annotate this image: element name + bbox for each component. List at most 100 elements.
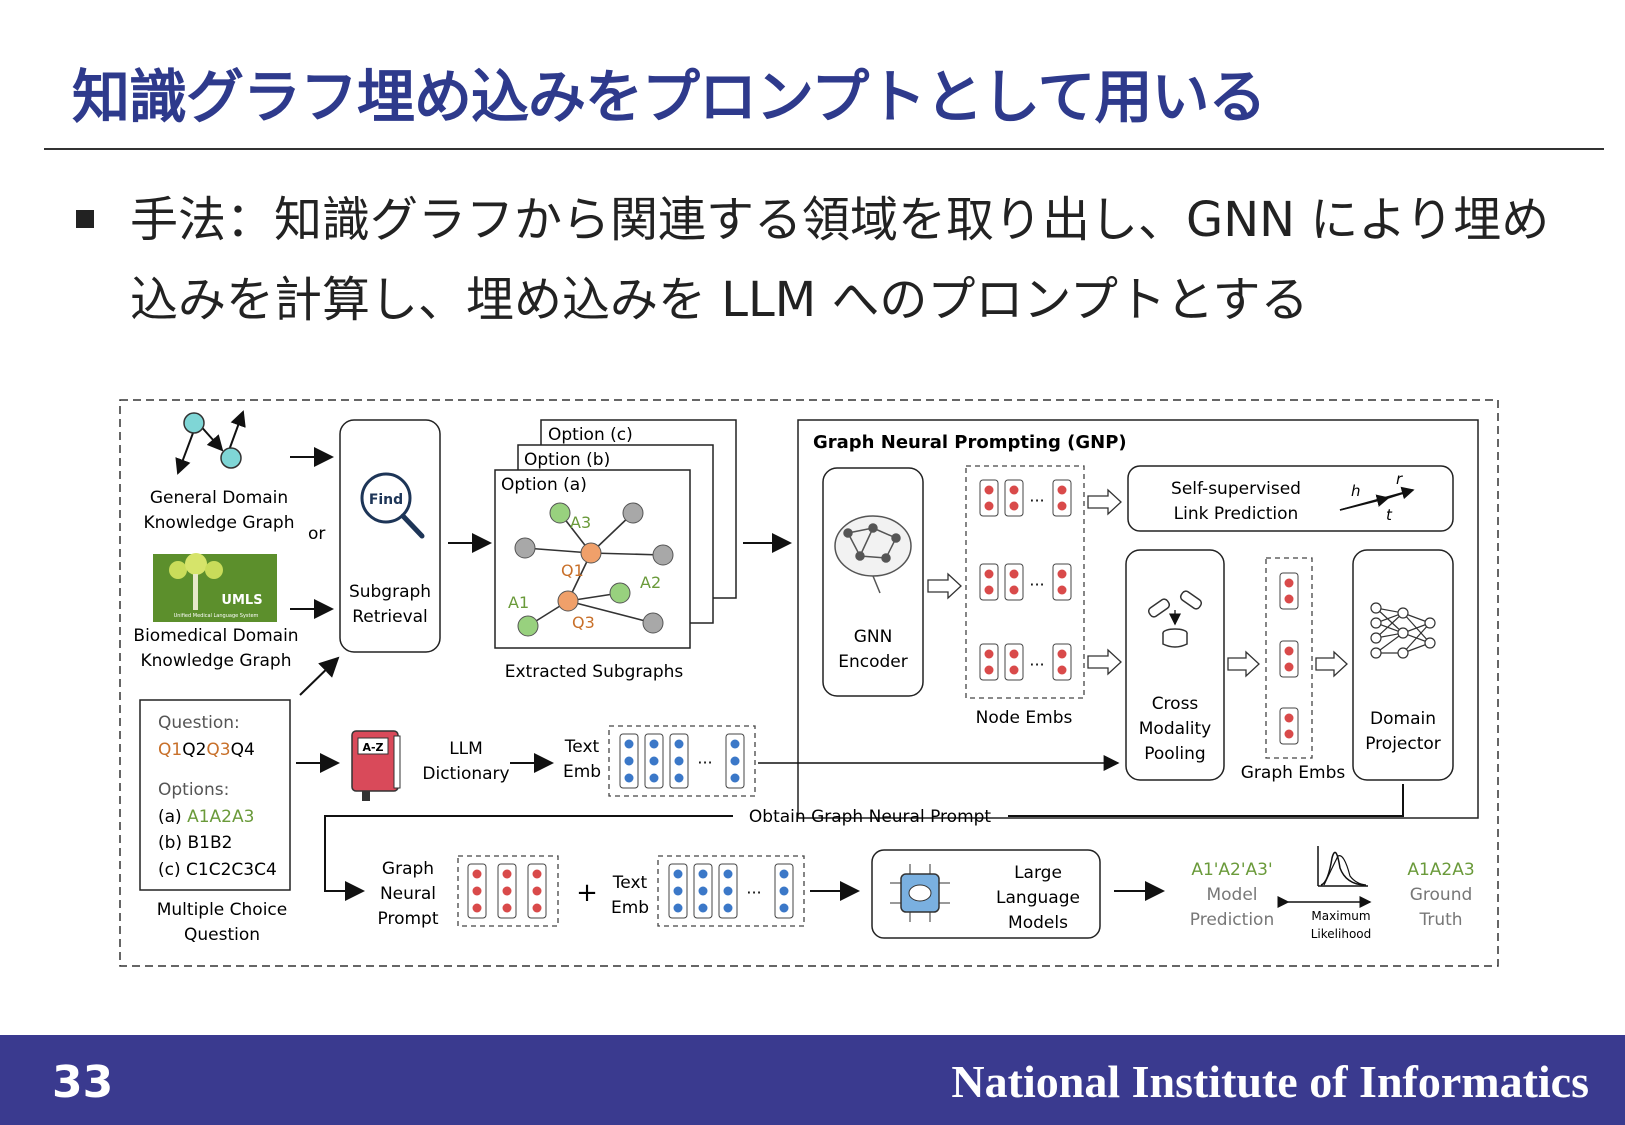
subgraph-label-1: Subgraph xyxy=(349,582,431,602)
bio-kg-label-2: Knowledge Graph xyxy=(141,651,292,671)
cmp-label-3: Pooling xyxy=(1144,744,1205,764)
brain-network-icon xyxy=(834,515,912,594)
cmp-label-2: Modality xyxy=(1139,719,1211,739)
node-q3-label: Q3 xyxy=(572,613,595,632)
pooling-icon xyxy=(1147,590,1203,648)
option-b-label: Option (b) xyxy=(524,450,610,470)
subgraph-label-2: Retrieval xyxy=(352,607,428,627)
gnp-box xyxy=(797,419,1479,819)
node-emb-ellipsis-3: ··· xyxy=(1029,655,1044,674)
triplet-r: r xyxy=(1396,470,1403,488)
dictionary-book-icon: A-Z xyxy=(351,730,401,801)
node-embs-box xyxy=(965,465,1085,699)
text-emb-2-ellipsis: ··· xyxy=(746,883,761,902)
option-b-text: (b) B1B2 xyxy=(158,833,232,853)
plus-sign: + xyxy=(576,878,598,908)
svg-text:UMLS: UMLS xyxy=(221,593,262,608)
dict-label-1: LLM xyxy=(449,739,483,759)
text-emb-1-ellipsis: ··· xyxy=(697,753,712,772)
text-emb-box-2 xyxy=(657,855,805,927)
options-label: Options: xyxy=(158,780,229,800)
node-embs-label: Node Embs xyxy=(976,708,1073,728)
text-emb-vectors-2 xyxy=(668,863,794,919)
cmp-label-1: Cross xyxy=(1152,694,1199,714)
ground-truth-value: A1A2A3 xyxy=(1407,860,1474,880)
node-emb-ellipsis-2: ··· xyxy=(1029,575,1044,594)
dp-label-2: Projector xyxy=(1365,734,1441,754)
graph-prompt-vectors xyxy=(467,863,547,919)
page-number: 33 xyxy=(52,1057,114,1108)
triplet-t: t xyxy=(1386,506,1393,524)
gnn-label-1: GNN xyxy=(854,627,893,647)
gp-label-1: Graph xyxy=(382,859,434,879)
text-emb-1-label-b: Emb xyxy=(563,762,601,782)
text-emb-2-label-a: Text xyxy=(612,873,648,893)
node-q1-label: Q1 xyxy=(561,561,584,580)
neural-net-icon xyxy=(1370,602,1436,659)
graph-prompt-box xyxy=(457,855,559,927)
mcq-label-2: Question xyxy=(184,925,260,945)
graph-emb-vectors xyxy=(1279,572,1299,745)
llm-label-1: Large xyxy=(1014,863,1062,883)
subgraph-retrieval-box xyxy=(339,419,441,653)
extracted-subgraph xyxy=(514,502,674,637)
option-c-label: Option (c) xyxy=(548,425,633,445)
extracted-subgraphs-label: Extracted Subgraphs xyxy=(505,662,684,682)
option-c-text: (c) C1C2C3C4 xyxy=(158,860,277,880)
node-emb-vectors xyxy=(979,479,1072,681)
text-emb-2-label-b: Emb xyxy=(611,898,649,918)
bio-kg-label-1: Biomedical Domain xyxy=(133,626,298,646)
mcq-label-1: Multiple Choice xyxy=(157,900,288,920)
general-kg-icon xyxy=(175,410,246,475)
footer-bar: 33 National Institute of Informatics xyxy=(0,1035,1625,1125)
llm-box xyxy=(871,849,1101,939)
prediction-label-2: Prediction xyxy=(1190,910,1274,930)
graph-embs-label: Graph Embs xyxy=(1241,763,1346,783)
ssl-label-2: Link Prediction xyxy=(1174,504,1299,524)
ground-truth-label-2: Truth xyxy=(1418,910,1462,930)
text-emb-box-1 xyxy=(608,725,756,797)
llm-chip-icon xyxy=(890,864,950,922)
gnn-label-2: Encoder xyxy=(838,652,908,672)
graph-embs-box xyxy=(1265,557,1313,759)
general-kg-label-1: General Domain xyxy=(150,488,288,508)
triplet-vector-icon xyxy=(1339,486,1415,511)
ssl-label-1: Self-supervised xyxy=(1171,479,1301,499)
gnp-title: Graph Neural Prompting (GNP) xyxy=(813,432,1127,453)
node-a2-label: A2 xyxy=(640,573,661,592)
dp-label-1: Domain xyxy=(1370,709,1436,729)
slide-title: 知識グラフ埋め込みをプロンプトとして用いる xyxy=(72,63,1267,131)
ml-label-1: Maximum xyxy=(1311,909,1370,923)
obtain-prompt-label: Obtain Graph Neural Prompt xyxy=(749,807,992,827)
node-emb-ellipsis-1: ··· xyxy=(1029,491,1044,510)
find-magnifier-icon: Find xyxy=(360,472,425,539)
gnp-diagram: General Domain Knowledge Graph or UMLS U… xyxy=(119,399,1499,967)
question-box xyxy=(139,699,291,891)
gp-label-2: Neural xyxy=(380,884,436,904)
institute-name: National Institute of Informatics xyxy=(951,1056,1589,1107)
svg-text:A-Z: A-Z xyxy=(362,741,383,754)
method-bullet-text: 手法：知識グラフから関連する領域を取り出し、GNN により埋め込みを計算し、埋め… xyxy=(130,192,1550,328)
text-emb-vectors-1 xyxy=(619,733,745,789)
option-a-text: (a) A1A2A3 xyxy=(158,807,254,827)
umls-logo: UMLS Unified Medical Language System xyxy=(153,553,277,622)
ml-label-2: Likelihood xyxy=(1311,927,1372,941)
bullet-square-icon xyxy=(76,210,94,228)
option-a-label: Option (a) xyxy=(501,475,587,495)
llm-label-3: Models xyxy=(1008,913,1068,933)
node-a3-label: A3 xyxy=(570,513,591,532)
general-kg-label-2: Knowledge Graph xyxy=(144,513,295,533)
gp-label-3: Prompt xyxy=(378,909,439,929)
prediction-value: A1'A2'A3' xyxy=(1191,860,1272,880)
link-prediction-box xyxy=(1127,465,1454,532)
svg-text:Unified Medical Language Syste: Unified Medical Language System xyxy=(174,613,259,619)
llm-label-2: Language xyxy=(996,888,1080,908)
title-divider xyxy=(44,148,1604,150)
text-emb-1-label-a: Text xyxy=(564,737,600,757)
prediction-label-1: Model xyxy=(1206,885,1257,905)
ground-truth-label-1: Ground xyxy=(1410,885,1473,905)
question-tokens: Q1Q2Q3Q4 xyxy=(158,740,255,760)
or-label: or xyxy=(308,524,325,544)
node-a1-label: A1 xyxy=(508,593,529,612)
diagram-frame xyxy=(119,399,1499,967)
